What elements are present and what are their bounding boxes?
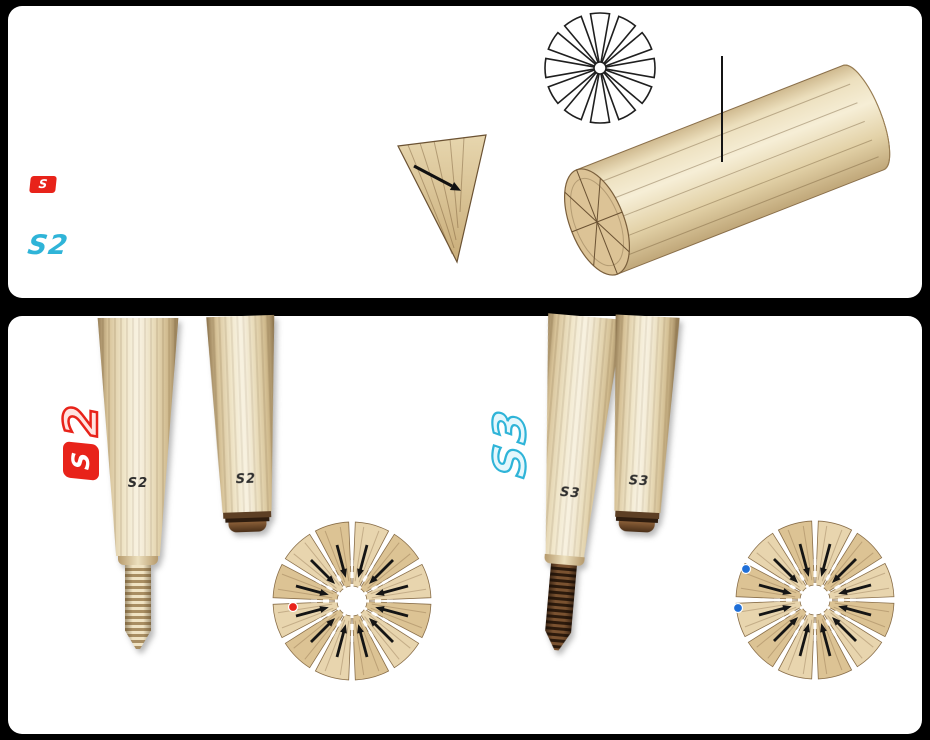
s3-shaft-tip bbox=[618, 520, 655, 533]
s3-shaft-logo: S3 bbox=[628, 473, 650, 490]
s2-shaft-body: S2 bbox=[97, 318, 179, 556]
s3-shaft-plain: S3 bbox=[604, 314, 679, 533]
spoke-wheel-icon bbox=[544, 12, 656, 124]
s2-shaft-plain: S2 bbox=[206, 315, 281, 533]
callout-line bbox=[721, 56, 723, 162]
s3-shaft-logo: S3 bbox=[559, 484, 582, 502]
s2-shaft-shoulder bbox=[118, 556, 158, 565]
log-face-segment-lines bbox=[564, 169, 630, 275]
s2-threaded-tenon bbox=[125, 565, 151, 649]
s3-shaft-body: S3 bbox=[605, 314, 679, 513]
log-seam-lines bbox=[585, 83, 879, 261]
s2-logo-badge: S bbox=[63, 441, 99, 481]
s2-shaft-body: S2 bbox=[206, 315, 281, 513]
top-panel: S S2 bbox=[8, 6, 922, 298]
s2-shaft-logo: S2 bbox=[127, 476, 149, 491]
s3-cross-section-diagram bbox=[725, 510, 905, 690]
wood-log-illustration bbox=[564, 64, 891, 276]
s2-cyan-wordmark: S2 bbox=[25, 230, 71, 261]
bottom-panel: S 2 S2 S2 S3 S3 bbox=[8, 316, 922, 734]
s2-shaft-logo: S2 bbox=[235, 471, 257, 488]
grain-wedge-illustration bbox=[397, 134, 487, 264]
wedge-grain-lines bbox=[407, 136, 465, 255]
s3-threaded-tenon bbox=[544, 563, 577, 651]
s2-red-badge-icon: S bbox=[29, 176, 57, 193]
wedge-grain-arrow bbox=[413, 164, 461, 191]
s2-cross-section-diagram bbox=[262, 511, 442, 691]
s2-shaft-with-joint: S2 bbox=[96, 318, 180, 649]
s3-logo-word: S3 bbox=[483, 404, 536, 482]
